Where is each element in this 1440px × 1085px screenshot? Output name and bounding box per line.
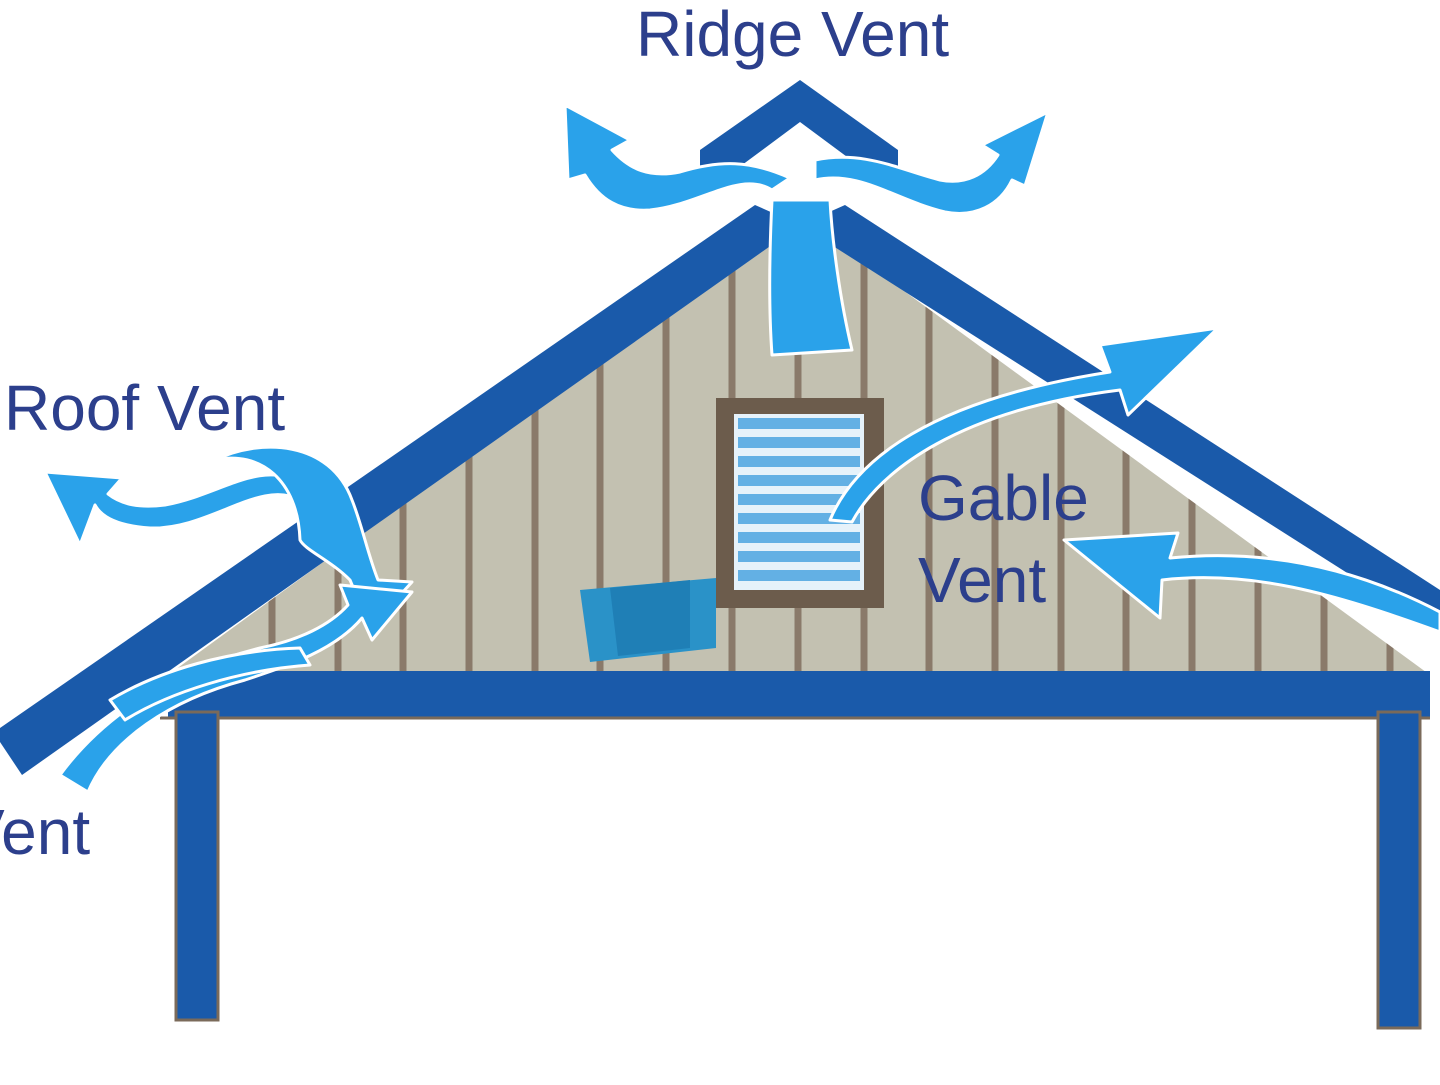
roof-vent-label: Roof Vent [4, 372, 286, 444]
ridge-airflow-right-arrow [813, 110, 1050, 215]
soffit-vent-label-partial: Vent [0, 796, 91, 868]
ridge-airflow-left-arrow [563, 103, 792, 212]
gable-airflow-intake-arrow [1062, 531, 1440, 634]
ridge-airflow-trunk [768, 198, 854, 357]
gable-vent-label-line2: Vent [918, 544, 1047, 616]
gable-airflow-exit-arrow [828, 326, 1220, 524]
soffit-airflow-secondary [108, 646, 312, 722]
right-wall-post [1376, 710, 1422, 1030]
right-rafter [800, 205, 1440, 632]
roof-vent-airflow-curl-arrow [213, 445, 414, 630]
ceiling-joist [168, 671, 1430, 717]
ridge-vent-label: Ridge Vent [636, 0, 950, 70]
left-rafter [0, 205, 800, 775]
roof-vent-airflow-exhaust-arrow [43, 470, 302, 547]
ridge-vent-cap [700, 80, 898, 168]
left-wall-post [174, 710, 220, 1022]
gable-vent-label-line1: Gable [918, 462, 1089, 534]
